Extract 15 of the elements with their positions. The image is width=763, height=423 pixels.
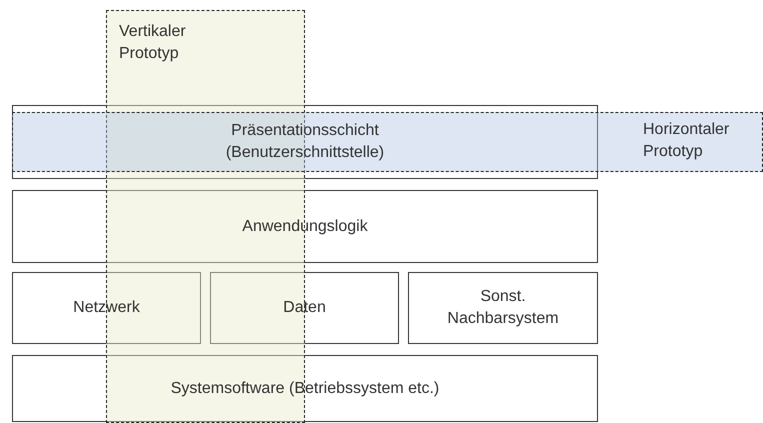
layer-box	[12, 355, 598, 422]
layer-label: Präsentationsschicht (Benutzerschnittstelle)	[224, 121, 386, 163]
layer-box	[12, 105, 598, 179]
layer-box	[12, 272, 201, 344]
prototype-label: Horizontaler Prototyp	[643, 120, 730, 162]
layer-label: Anwendungslogik	[242, 216, 368, 237]
layer-box	[408, 272, 598, 344]
layer-box	[210, 272, 399, 344]
prototype-label: Vertikaler Prototyp	[119, 22, 187, 64]
layer-box	[12, 190, 598, 263]
layer-label: Netzwerk	[73, 298, 140, 318]
layer-label: Sonst. Nachbarsystem	[446, 287, 560, 329]
layer-label: Daten	[283, 298, 326, 318]
layer-label: Systemsoftware (Betriebssystem etc.)	[170, 378, 440, 399]
horizontal-prototype-band	[12, 112, 763, 172]
